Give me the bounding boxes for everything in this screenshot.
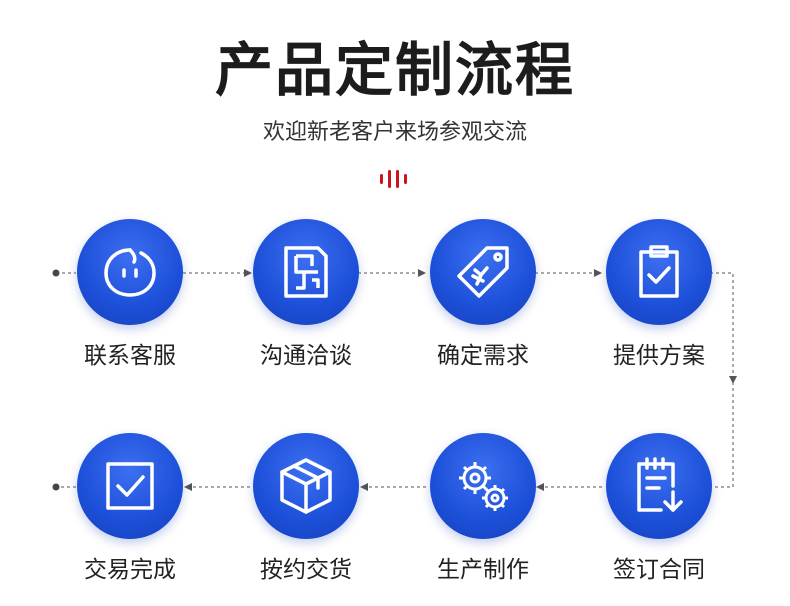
clipboard-check-icon (639, 245, 679, 298)
gears-icon (459, 462, 508, 511)
step-icon-circle (77, 433, 183, 539)
step-icon-circle (606, 219, 712, 325)
step-icon-circle (430, 433, 536, 539)
step-icon-circle (77, 219, 183, 325)
checkbox-icon (106, 462, 154, 510)
floor-plan-icon (284, 246, 328, 298)
step-icon-circle (430, 219, 536, 325)
decoration-bars (380, 170, 410, 188)
flow-end-dot (52, 483, 60, 491)
step-icon-circle (253, 433, 359, 539)
step-label: 生产制作 (437, 557, 529, 583)
step-label: 签订合同 (613, 557, 705, 583)
step-label: 确定需求 (437, 343, 529, 369)
step-label: 提供方案 (613, 343, 705, 369)
step-icon-circle (606, 433, 712, 539)
step-label: 联系客服 (84, 343, 176, 369)
step-label: 交易完成 (84, 557, 176, 583)
contract-download-icon (637, 457, 683, 512)
step-label: 沟通洽谈 (260, 343, 352, 369)
arrow-4-down (710, 272, 737, 384)
package-box-icon (280, 458, 332, 514)
chat-bubble-icon (104, 248, 156, 297)
price-tag-icon (457, 246, 509, 298)
page-subtitle: 欢迎新老客户来场参观交流 (262, 120, 527, 145)
step-label: 按约交货 (260, 557, 352, 583)
step-icon-circle (253, 219, 359, 325)
page-title: 产品定制流程 (214, 36, 575, 104)
